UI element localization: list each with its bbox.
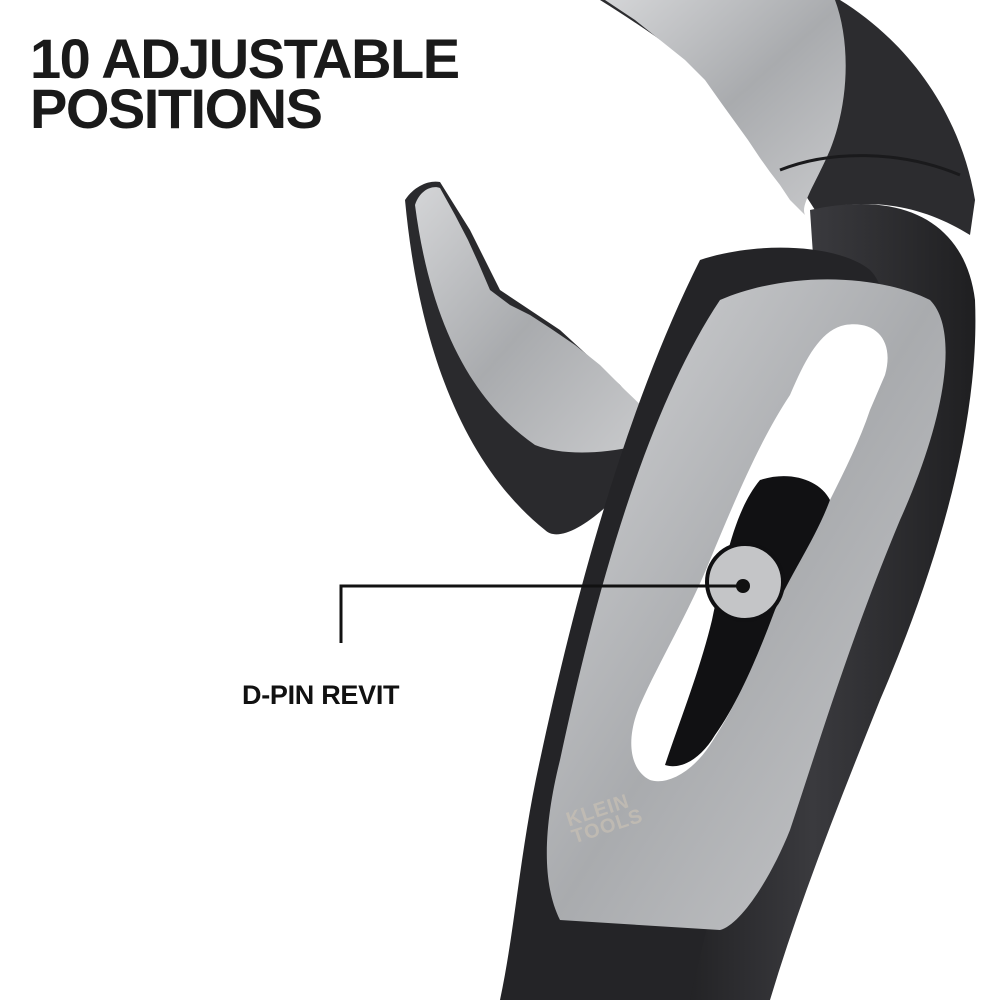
- callout-label: D-PIN REVIT: [242, 680, 400, 710]
- headline-line-2: POSITIONS: [30, 77, 323, 140]
- headline: 10 ADJUSTABLE POSITIONS: [30, 27, 460, 140]
- lower-jaw: [405, 181, 650, 535]
- headline-line-1: 10 ADJUSTABLE: [30, 27, 460, 90]
- upper-jaw: [600, 0, 975, 235]
- d-pin-rivet: [705, 542, 785, 622]
